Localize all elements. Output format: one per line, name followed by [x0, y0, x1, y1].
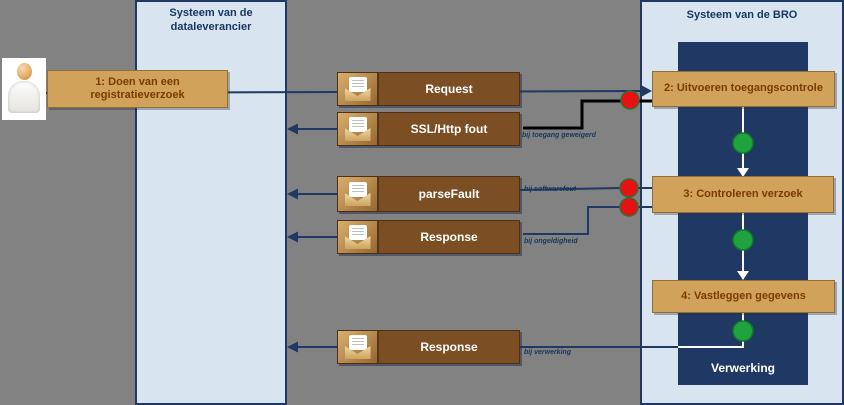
message-response-final: Response — [337, 330, 520, 364]
envelope-icon — [338, 113, 379, 145]
envelope-icon — [338, 331, 379, 363]
message-response-invalid-label: Response — [420, 230, 478, 244]
access-denied-line — [523, 99, 621, 130]
arrowhead-final-response — [287, 341, 298, 353]
actor-person-icon — [2, 58, 46, 120]
message-parsefault: parseFault — [337, 176, 520, 212]
step-4-vastleggen-gegevens: 4: Vastleggen gegevens — [652, 280, 835, 313]
lane-data-supplier — [135, 0, 287, 405]
arrowhead-ssl-return — [287, 123, 298, 135]
message-response-invalid: Response — [337, 220, 520, 254]
message-ssl-label: SSL/Http fout — [410, 122, 488, 136]
condition-toegang-geweigerd: bij toegang geweigerd — [522, 132, 596, 139]
condition-softwarefout: bij softwarefout — [524, 186, 577, 193]
envelope-icon — [338, 221, 379, 253]
step-2-toegangscontrole: 2: Uitvoeren toegangscontrole — [652, 71, 835, 107]
message-request-label: Request — [425, 82, 473, 96]
person-head-icon — [16, 63, 32, 80]
lane-title-supplier: Systeem van de dataleverancier — [169, 7, 253, 34]
message-ssl-http-fout: SSL/Http fout — [337, 112, 520, 146]
error-dot-invalid — [619, 197, 639, 217]
message-request: Request — [337, 72, 520, 106]
error-dot-access — [620, 90, 640, 110]
message-response-final-label: Response — [420, 340, 478, 354]
person-body-icon — [8, 81, 40, 113]
condition-verwerking: bij verwerking — [524, 349, 572, 356]
envelope-icon — [338, 73, 379, 105]
step-3-controleren-verzoek: 3: Controleren verzoek — [652, 176, 834, 213]
message-parsefault-label: parseFault — [418, 187, 480, 201]
error-dot-software — [619, 178, 639, 198]
step-1-registratieverzoek: 1: Doen van een registratieverzoek — [47, 70, 228, 108]
invalid-response-line — [523, 206, 620, 235]
lane-title-bro: Systeem van de BRO — [686, 9, 798, 21]
arrowhead-parsefault-return — [287, 188, 298, 200]
envelope-icon — [338, 177, 379, 211]
condition-ongeldigheid: bij ongeldigheid — [524, 238, 578, 245]
processing-label: Verwerking — [710, 361, 776, 375]
arrowhead-invalid-response — [287, 231, 298, 243]
